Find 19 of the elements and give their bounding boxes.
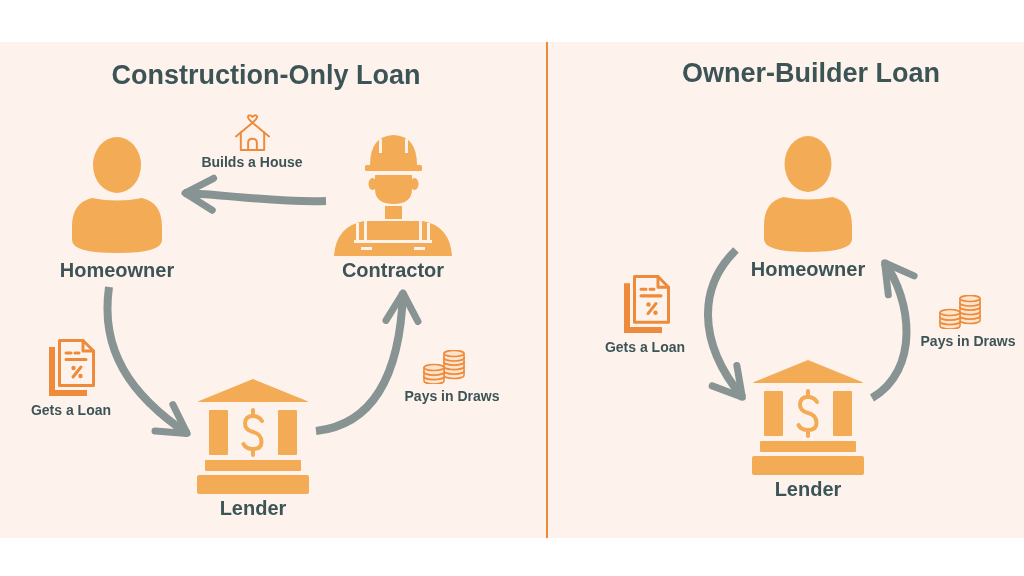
arrow	[181, 175, 327, 214]
arrow	[869, 259, 917, 402]
node-label: Contractor	[341, 260, 445, 280]
panel	[548, 42, 1024, 538]
panel-title: Owner-Builder Loan	[682, 57, 940, 89]
node-label: Lender	[774, 479, 842, 499]
panel	[0, 42, 546, 538]
panel-title: Construction-Only Loan	[111, 59, 421, 91]
node-label: Lender	[219, 498, 287, 518]
arrow	[103, 286, 191, 438]
edge-label: Gets a Loan	[30, 402, 112, 418]
edge-label: Pays in Draws	[920, 333, 1016, 349]
edge-label: Builds a House	[201, 154, 303, 170]
node-label: Homeowner	[750, 259, 866, 279]
edge-label: Pays in Draws	[404, 388, 500, 404]
arrow	[704, 247, 747, 401]
node-label: Homeowner	[59, 260, 175, 280]
edge-label: Gets a Loan	[604, 339, 686, 355]
arrow	[315, 289, 421, 435]
